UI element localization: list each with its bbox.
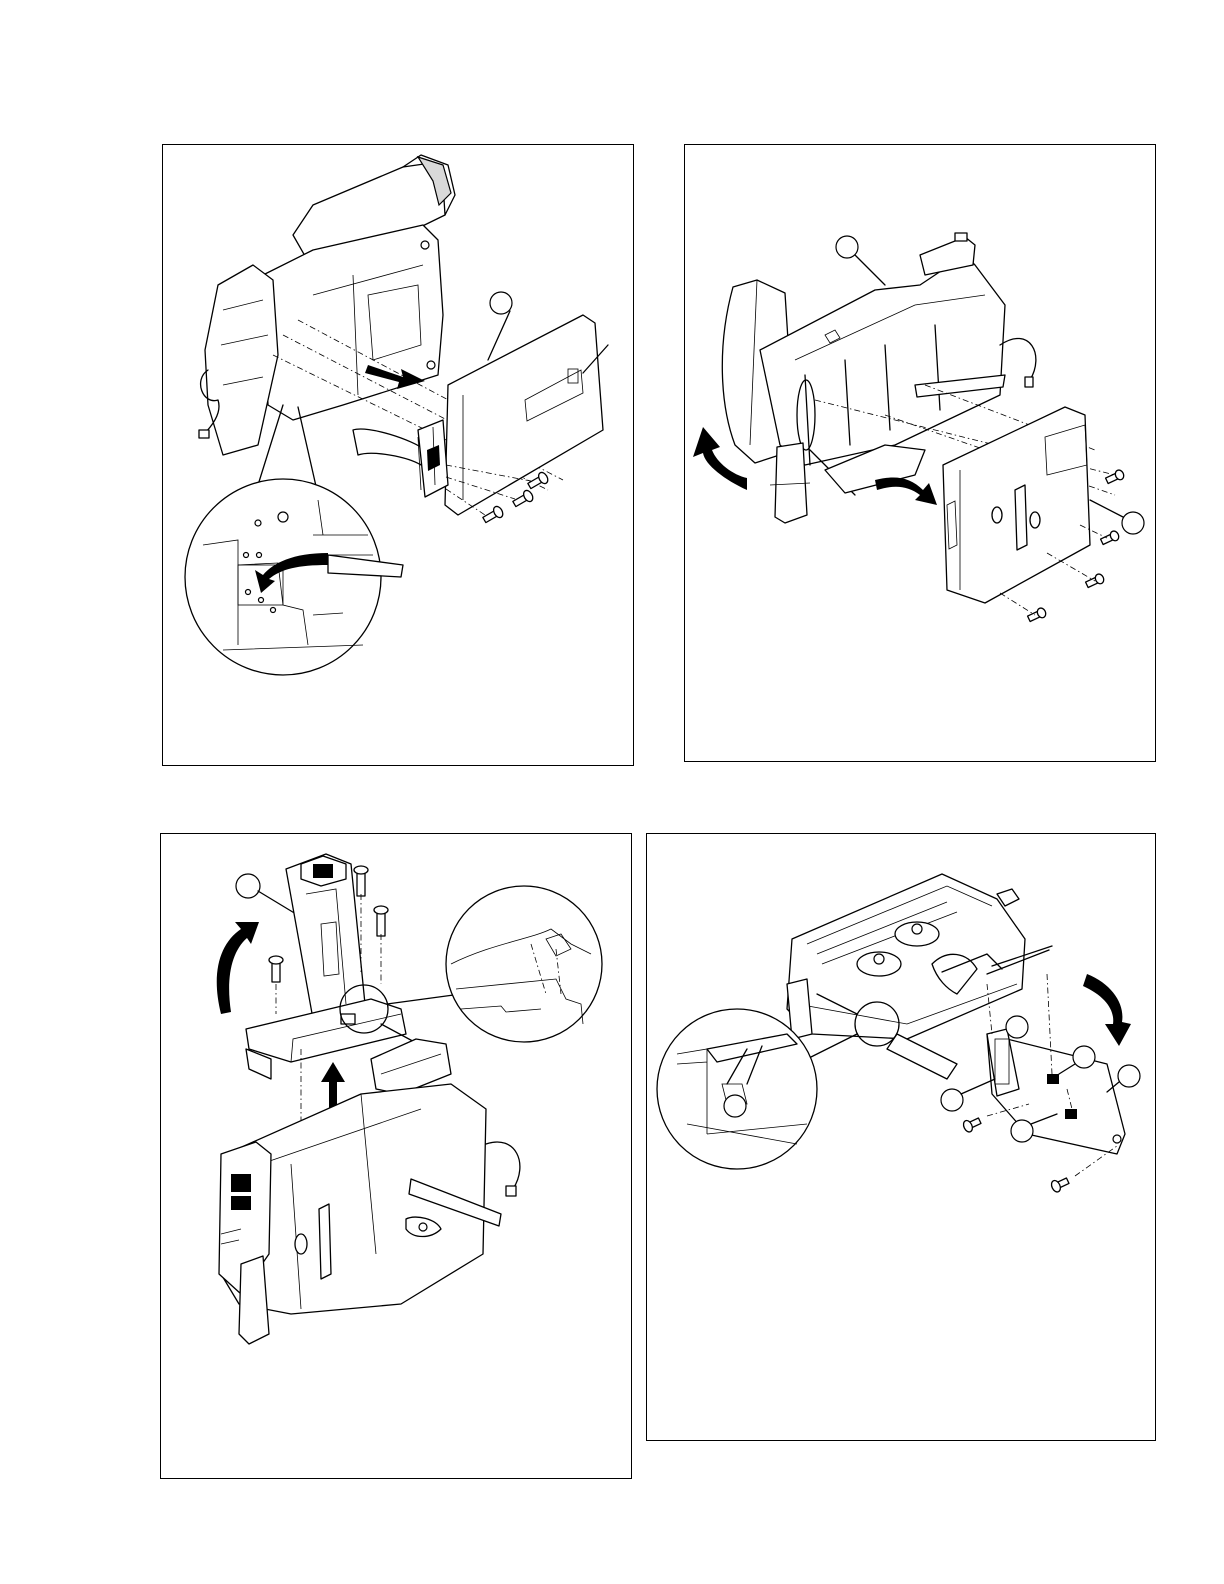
exploded-view-drawing-2 (685, 145, 1157, 763)
figure-panel-2 (684, 144, 1156, 762)
figure-panel-4 (646, 833, 1156, 1441)
figure-panel-3 (160, 833, 632, 1479)
figure-panel-1 (162, 144, 634, 766)
exploded-view-drawing-1 (163, 145, 635, 767)
exploded-view-drawing-4 (647, 834, 1157, 1442)
exploded-view-drawing-3 (161, 834, 633, 1480)
